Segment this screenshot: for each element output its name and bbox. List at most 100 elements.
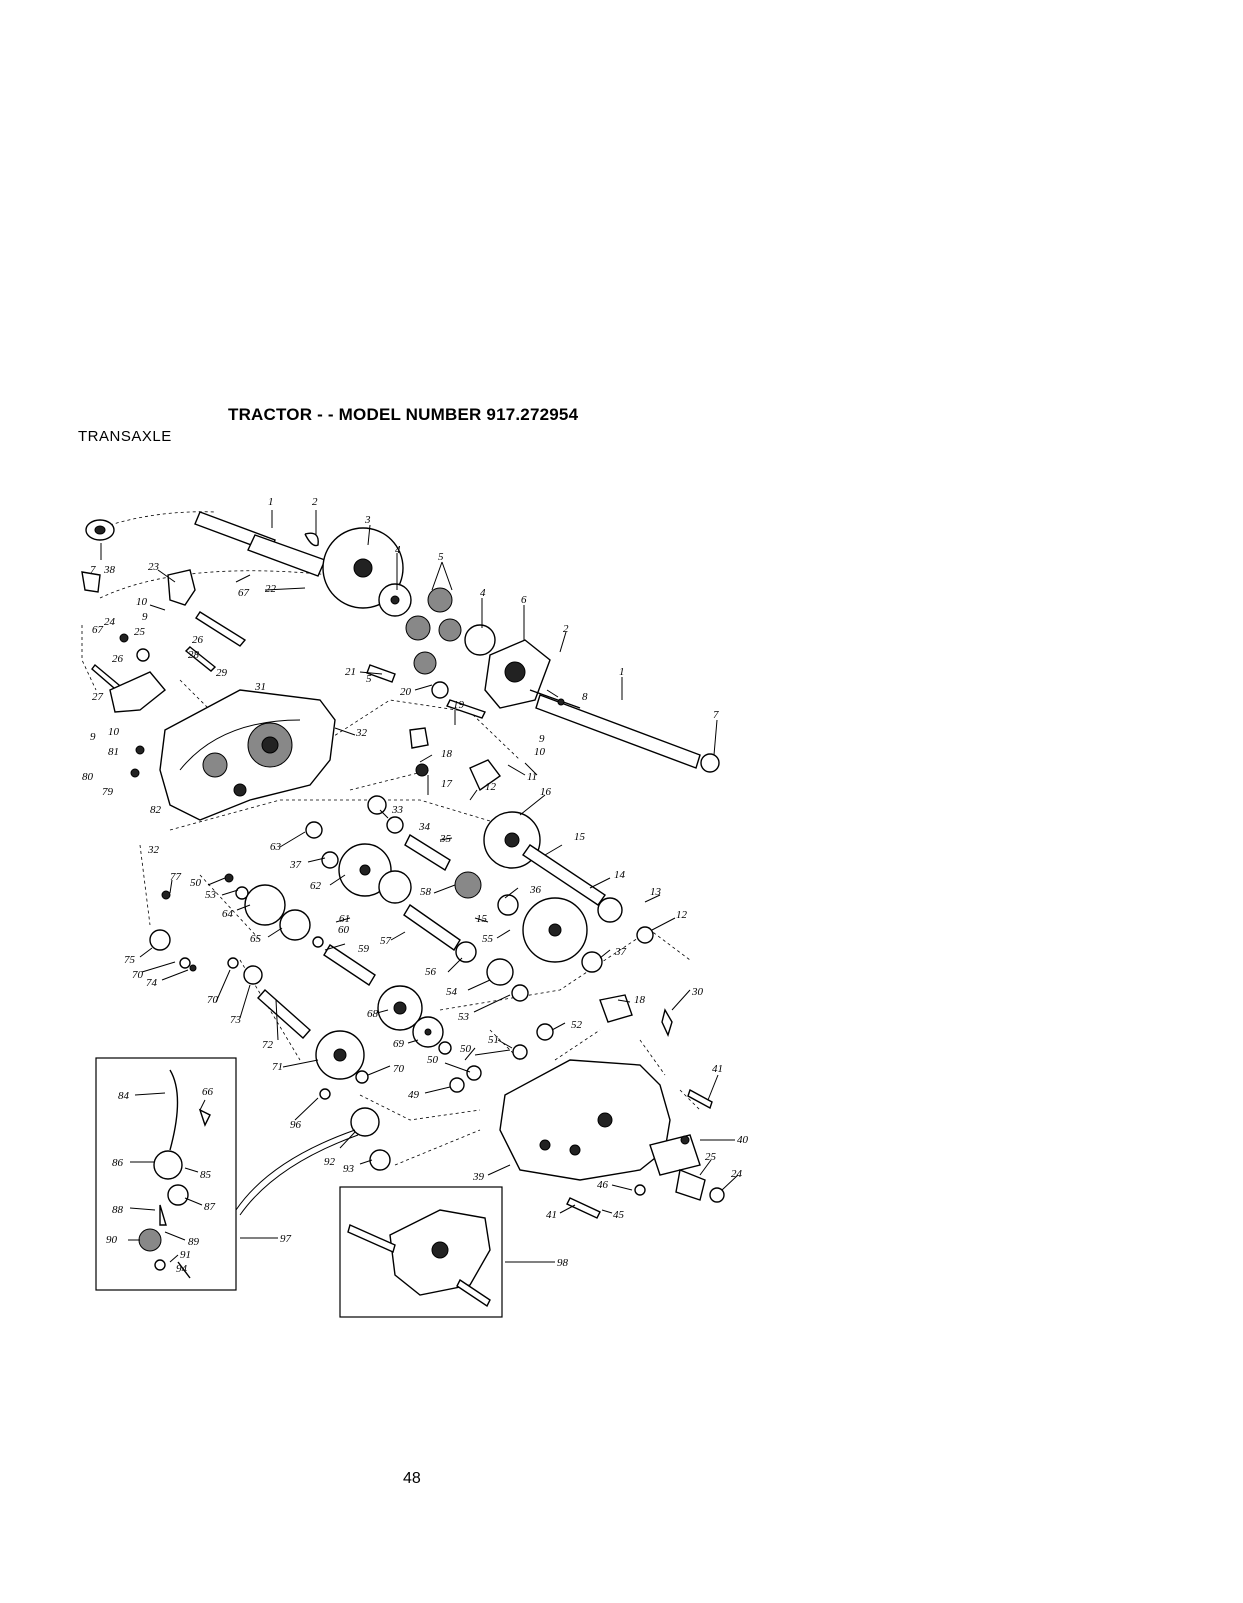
callout-label: 26 [112,653,124,665]
callout-label: 7 [713,709,719,721]
callout-label: 90 [106,1234,118,1246]
callout-label: 10 [534,746,546,758]
callout-label: 93 [343,1163,355,1175]
callout-label: 32 [147,844,160,856]
callout-label: 18 [441,748,453,760]
callout-label: 17 [441,778,453,790]
callout-label: 1 [268,496,274,508]
callout-label: 77 [170,871,182,883]
callout-label: 79 [102,786,114,798]
callout-label: 46 [597,1179,609,1191]
callout-label: 27 [92,691,104,703]
callout-label: 58 [420,886,432,898]
callout-label: 16 [540,786,552,798]
callout-label: 98 [557,1257,569,1269]
callout-label: 67 [92,624,104,636]
callout-label: 18 [634,994,646,1006]
callout-label: 13 [650,886,662,898]
callout-label: 35 [439,833,452,845]
callout-label: 88 [112,1204,124,1216]
callout-label: 20 [400,686,412,698]
callout-label: 24 [731,1168,743,1180]
callout-label: 30 [691,986,704,998]
callout-label: 62 [310,880,322,892]
callout-labels: 1 2 3 4 5 4 6 2 1 7 7 38 23 10 9 67 24 2… [82,496,749,1275]
callout-label: 50 [427,1054,439,1066]
callout-label: 61 [339,913,350,925]
leader-lines [100,510,739,1263]
left-housing [159,689,336,821]
callout-label: 4 [395,544,401,556]
callout-label: 28 [188,649,200,661]
callout-label: 11 [527,771,537,783]
callout-label: 40 [737,1134,749,1146]
callout-label: 59 [358,943,370,955]
callout-label: 54 [446,986,458,998]
inset-complete-transaxle [339,1186,503,1318]
callout-label: 21 [345,666,356,678]
callout-label: 9 [90,731,96,743]
callout-label: 10 [108,726,120,738]
callout-label: 9 [142,611,148,623]
callout-label: 75 [124,954,136,966]
callout-label: 68 [367,1008,379,1020]
callout-label: 50 [460,1043,472,1055]
callout-label: 26 [192,634,204,646]
callout-label: 53 [458,1011,470,1023]
callout-label: 41 [712,1063,723,1075]
callout-label: 63 [270,841,282,853]
callout-label: 29 [216,667,228,679]
callout-label: 70 [132,969,144,981]
callout-label: 1 [619,666,625,678]
callout-label: 4 [480,587,486,599]
lever-cable-group [235,1088,391,1216]
callout-label: 2 [312,496,318,508]
callout-label: 3 [364,514,371,526]
callout-label: 67 [238,587,250,599]
callout-label: 31 [254,681,266,693]
callout-label: 38 [103,564,116,576]
page-title: TRACTOR - - MODEL NUMBER 917.272954 [228,405,579,424]
page-number: 48 [403,1470,421,1487]
callout-label: 92 [324,1156,336,1168]
callout-label: 53 [205,889,217,901]
callout-label: 64 [222,908,234,920]
callout-label: 6 [521,594,527,606]
callout-label: 50 [190,877,202,889]
callout-label: 65 [250,933,262,945]
right-housing [499,1059,725,1219]
callout-label: 36 [529,884,542,896]
middle-gear-group [149,699,673,1093]
callout-label: 24 [104,616,116,628]
callout-label: 32 [355,727,368,739]
callout-label: 57 [380,935,392,947]
callout-label: 10 [136,596,148,608]
callout-label: 12 [676,909,688,921]
callout-label: 73 [230,1014,242,1026]
callout-label: 45 [613,1209,625,1221]
callout-label: 86 [112,1157,124,1169]
callout-label: 7 [90,564,96,576]
callout-label: 9 [539,733,545,745]
callout-label: 97 [280,1233,292,1245]
callout-label: 52 [571,1019,583,1031]
callout-label: 5 [366,673,372,685]
callout-label: 81 [108,746,119,758]
callout-label: 15 [574,831,586,843]
section-title: TRANSAXLE [78,428,172,445]
callout-label: 85 [200,1169,212,1181]
callout-label: 37 [614,946,627,958]
callout-label: 39 [472,1171,485,1183]
callout-label: 51 [488,1034,499,1046]
callout-label: 14 [614,869,626,881]
callout-label: 87 [204,1201,216,1213]
callout-label: 96 [290,1119,302,1131]
callout-label: 56 [425,966,437,978]
callout-label: 69 [393,1038,405,1050]
callout-label: 2 [563,623,569,635]
shift-fork-group [81,569,247,778]
callout-label: 71 [272,1061,283,1073]
callout-label: 34 [418,821,431,833]
callout-label: 49 [408,1089,420,1101]
